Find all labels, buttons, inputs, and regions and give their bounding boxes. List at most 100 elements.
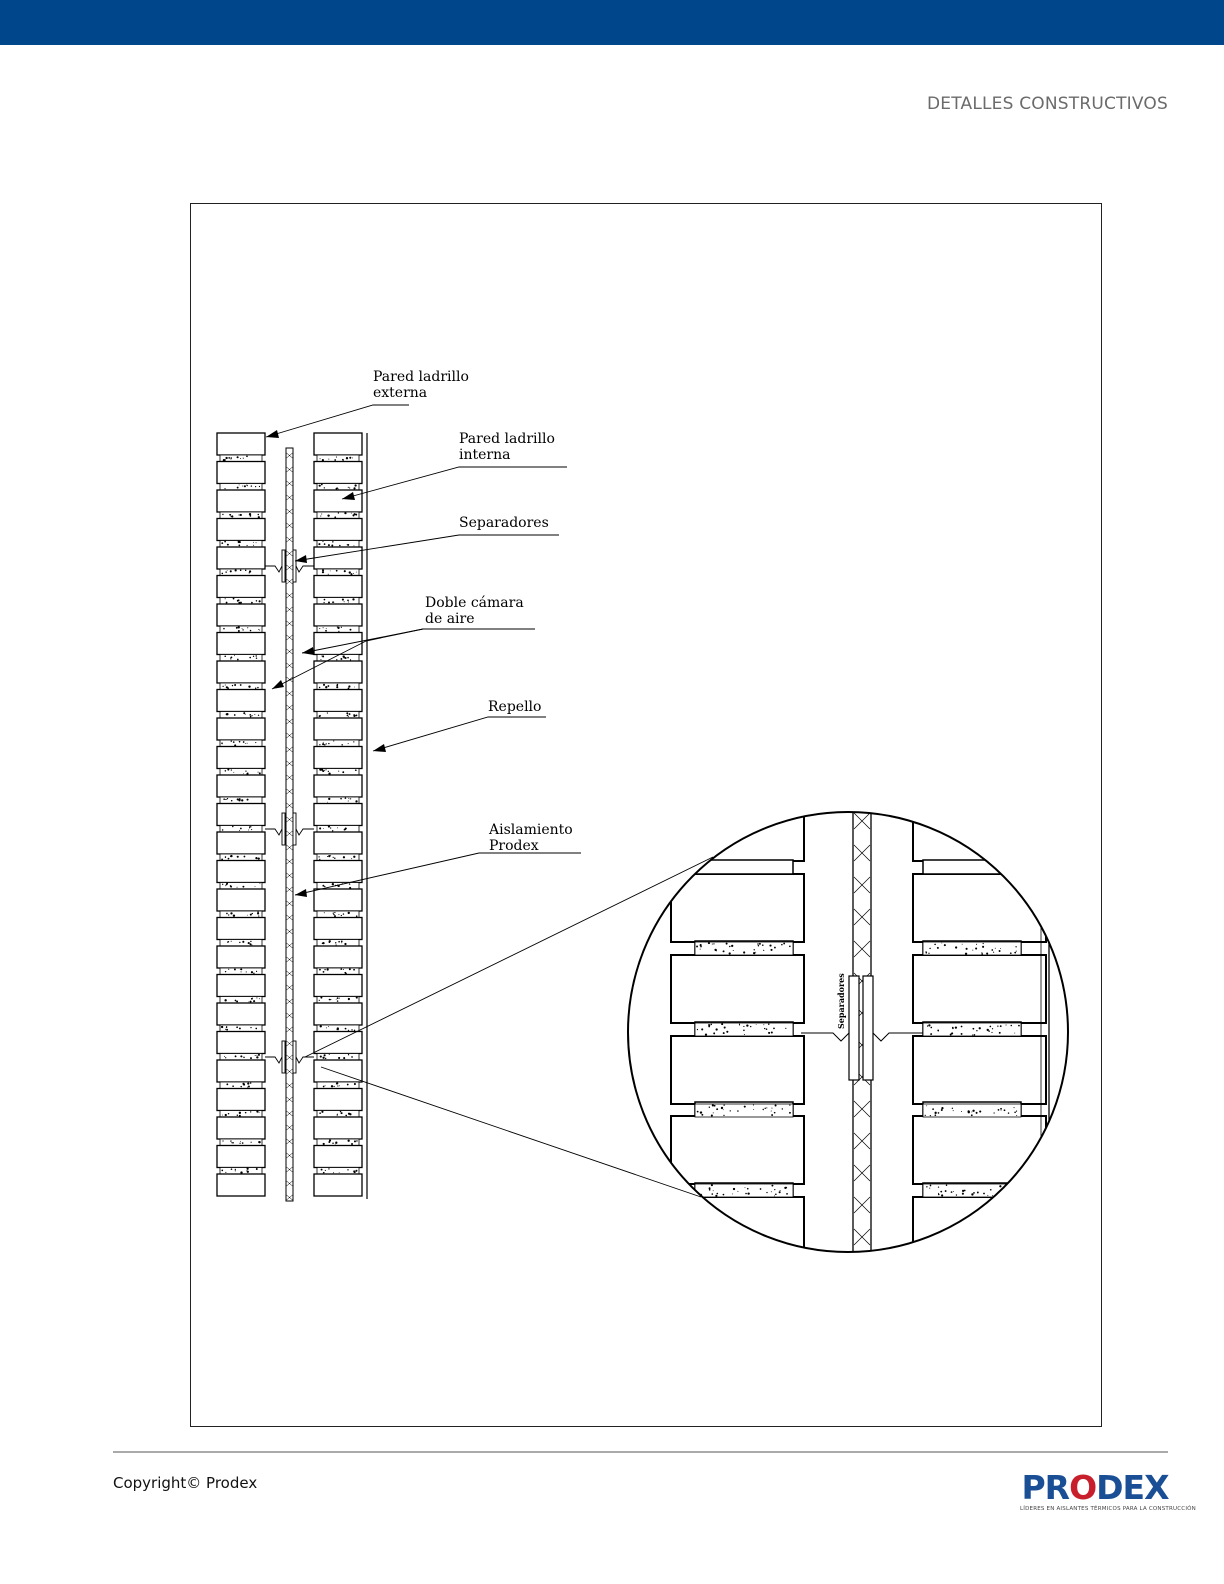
mortar-speck [226, 797, 229, 800]
detail-label-separadores: Separadores [836, 973, 846, 1029]
mortar-speck [234, 655, 236, 657]
mortar-speck [750, 1025, 752, 1028]
bubble-pattern [286, 998, 293, 1005]
arrow-repello [373, 744, 386, 752]
mortar-speck [781, 943, 783, 946]
mortar-speck [243, 485, 246, 488]
mortar-speck [321, 459, 324, 462]
mortar-speck [229, 513, 232, 516]
mortar-speck [344, 797, 347, 799]
mortar-speck [343, 656, 346, 659]
mortar-speck [993, 1112, 995, 1114]
mortar-joint [219, 1081, 263, 1089]
prodex-logo: PRODEX LÍDERES EN AISLANTES TÉRMICOS PAR… [1020, 1468, 1196, 1513]
detail-separator-tie-right [872, 1032, 923, 1042]
mortar-speck [257, 714, 260, 716]
mortar-speck [249, 913, 252, 916]
mortar-speck [978, 1027, 981, 1030]
mortar-speck [239, 1142, 241, 1144]
mortar-speck [334, 911, 336, 914]
mortar-speck [351, 457, 353, 459]
mortar-speck [230, 656, 231, 658]
mortar-speck [722, 950, 725, 953]
mortar-speck [234, 1055, 237, 1058]
mortar-speck [327, 544, 330, 547]
mortar-speck [238, 740, 241, 743]
mortar-speck [972, 1034, 974, 1036]
label-pared-externa-2: externa [373, 385, 427, 401]
mortar-speck [249, 656, 252, 659]
mortar-speck [321, 571, 325, 574]
mortar-speck [244, 713, 246, 715]
mortar-speck [328, 1025, 330, 1027]
mortar-speck [1010, 1024, 1013, 1027]
mortar-speck [960, 1032, 963, 1035]
mortar-joint [219, 853, 263, 861]
mortar-speck [234, 1170, 236, 1172]
separator-tie [295, 565, 314, 573]
mortar-speck [324, 969, 326, 971]
mortar-speck [704, 1033, 708, 1036]
mortar-speck [318, 999, 320, 1001]
mortar-joint [219, 939, 263, 947]
mortar-speck [753, 949, 755, 951]
mortar-speck [322, 627, 324, 629]
mortar-speck [964, 952, 968, 955]
bubble-pattern [286, 634, 293, 641]
mortar-speck [324, 769, 326, 771]
mortar-speck [250, 971, 254, 974]
mortar-speck [328, 797, 331, 800]
mortar-speck [231, 1142, 233, 1144]
mortar-speck [346, 544, 348, 546]
mortar-speck [253, 1000, 256, 1003]
mortar-speck [331, 830, 334, 832]
logo-word: PRODEX [1021, 1468, 1169, 1507]
mortar-speck [239, 513, 242, 517]
mortar-speck [324, 1057, 327, 1060]
mortar-speck [247, 1086, 249, 1088]
mortar-speck [246, 1167, 249, 1170]
mortar-speck [258, 485, 261, 488]
bubble-pattern [286, 1096, 293, 1103]
mortar-speck [235, 626, 238, 629]
mortar-speck [229, 885, 232, 887]
brick [216, 888, 266, 912]
mortar-speck [322, 970, 325, 973]
bubble-pattern [286, 1082, 293, 1089]
mortar-speck [951, 1107, 954, 1109]
brick [313, 774, 363, 798]
mortar-speck [997, 1025, 999, 1027]
mortar-speck [770, 1191, 772, 1193]
mortar-speck [343, 1057, 346, 1060]
mortar-speck [343, 601, 345, 603]
mortar-speck [247, 627, 249, 629]
mortar-speck [221, 572, 224, 575]
inner-brick-wall [313, 432, 363, 1197]
mortar-speck [257, 1053, 261, 1056]
mortar-speck [347, 656, 349, 659]
bubble-pattern [286, 1054, 293, 1061]
bubble-pattern [286, 900, 293, 907]
mortar-speck [245, 971, 247, 973]
mortar-speck [774, 1104, 777, 1107]
mortar-speck [230, 458, 232, 460]
mortar-speck [232, 914, 236, 917]
mortar-speck [230, 769, 232, 771]
bubble-pattern [286, 1068, 293, 1075]
mortar-speck [234, 1168, 236, 1171]
mortar-speck [1013, 1194, 1015, 1196]
mortar-speck [234, 999, 237, 1002]
mortar-speck [775, 1193, 777, 1196]
detail-bubble [853, 940, 871, 958]
mortar-speck [322, 828, 324, 829]
bubble-pattern [286, 858, 293, 865]
mortar-speck [349, 487, 351, 489]
mortar-speck [321, 569, 325, 572]
mortar-speck [779, 1190, 781, 1192]
mortar-speck [250, 1057, 252, 1060]
mortar-speck [708, 1025, 711, 1028]
brick [216, 973, 266, 998]
mortar-speck [236, 1114, 239, 1116]
leader-aislamiento [294, 852, 581, 896]
label-pared-interna-1: Pared ladrillo [459, 431, 555, 447]
